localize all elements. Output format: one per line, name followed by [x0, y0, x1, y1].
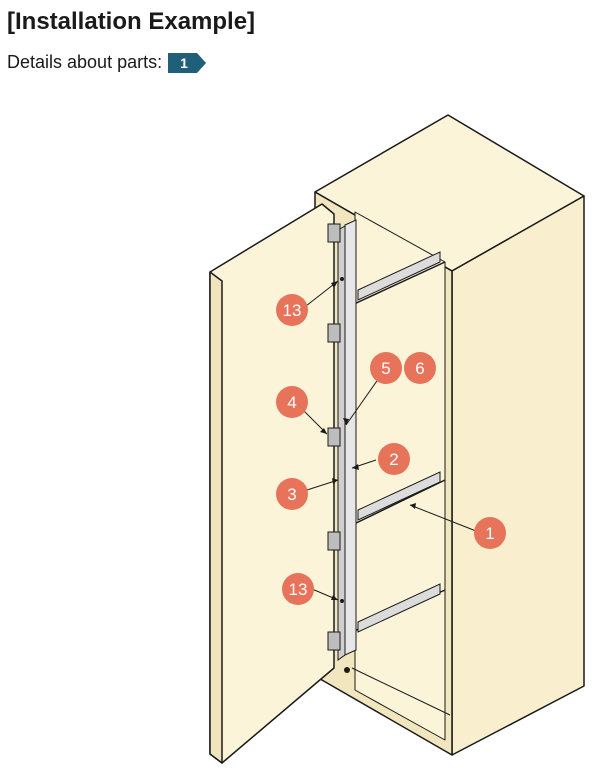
door-panel [209, 203, 335, 764]
callout-3-label: 3 [287, 485, 296, 504]
callout-2: 2 [378, 443, 410, 475]
cabinet-right-side [451, 195, 585, 756]
vertical-rails [337, 219, 357, 661]
shelf-upper [351, 261, 446, 306]
parts-tag-number: 1 [168, 52, 197, 73]
callout-13-lower: 13 [282, 573, 314, 605]
callout-13-lower-label: 13 [289, 580, 308, 599]
callout-13-upper: 13 [276, 294, 308, 326]
slide-lower [357, 583, 441, 633]
parts-details-label: Details about parts: [7, 52, 163, 72]
door [209, 203, 335, 764]
callout-6: 6 [404, 352, 436, 384]
leader-arrowheads [320, 281, 416, 600]
hinge-4 [327, 531, 341, 551]
slide-upper [357, 251, 441, 301]
callout-2-label: 2 [389, 450, 398, 469]
hinges [327, 223, 341, 651]
shelf-middle [351, 479, 446, 526]
drawer-slides [357, 251, 441, 633]
hinge-5 [327, 631, 341, 651]
door-edge [209, 271, 223, 764]
callout-1: 1 [474, 517, 506, 549]
parts-details-line: Details about parts: 1 [7, 52, 206, 73]
page-title: [Installation Example] [7, 8, 256, 35]
hinge-2 [327, 323, 341, 343]
hinge-1 [327, 223, 341, 243]
hinge-3 [327, 427, 341, 447]
callout-4: 4 [276, 386, 308, 418]
rail-back [344, 219, 357, 656]
callout-3: 3 [276, 478, 308, 510]
callout-6-label: 6 [415, 359, 424, 378]
tag-arrow-icon [196, 52, 206, 73]
callout-5: 5 [370, 352, 402, 384]
callout-13-upper-label: 13 [283, 301, 302, 320]
slide-middle [357, 471, 441, 521]
parts-reference-tag[interactable]: 1 [168, 52, 206, 73]
hinge-dots [340, 277, 350, 673]
callout-5-label: 5 [381, 359, 390, 378]
cabinet-bottom-edge [351, 667, 451, 716]
callout-4-label: 4 [287, 393, 296, 412]
callout-1-label: 1 [485, 524, 494, 543]
